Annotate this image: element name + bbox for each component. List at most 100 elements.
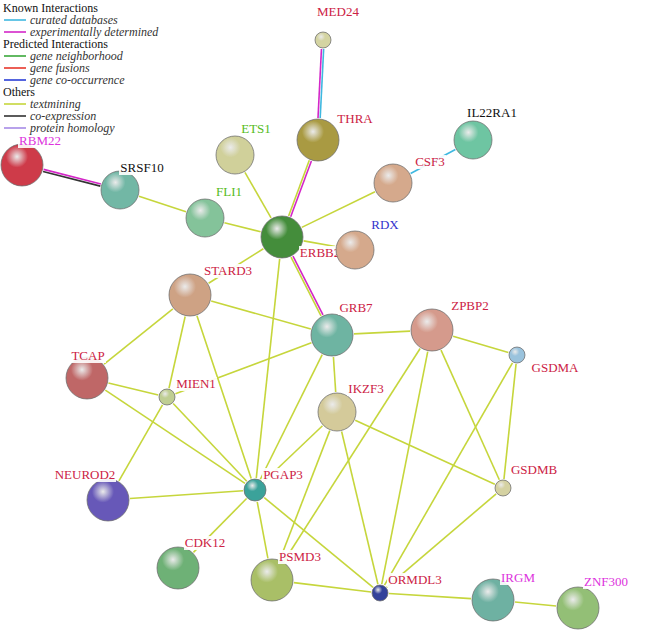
protein-node: ZNF300 xyxy=(556,586,600,630)
legend-heading: Others xyxy=(3,86,35,98)
interaction-line xyxy=(139,196,186,211)
interaction-line xyxy=(256,259,279,478)
legend-swatch xyxy=(4,125,26,131)
protein-node: GSDMA xyxy=(508,346,526,364)
legend-text: gene fusions xyxy=(30,62,90,74)
node-label: STARD3 xyxy=(203,264,253,278)
legend-text: textmining xyxy=(30,98,81,110)
interaction-line xyxy=(43,169,101,186)
interaction-stroke xyxy=(293,256,323,315)
interaction-line xyxy=(105,390,245,483)
node-sphere xyxy=(335,230,375,270)
node-sphere xyxy=(556,586,600,630)
protein-node: IKZF3 xyxy=(317,392,357,432)
interaction-stroke xyxy=(105,390,245,483)
interaction-line xyxy=(441,350,499,480)
interaction-stroke xyxy=(211,301,311,329)
legend-text: curated databases xyxy=(30,14,118,26)
interaction-stroke xyxy=(139,196,186,211)
interaction-stroke xyxy=(387,494,496,587)
legend-heading: Known Interactions xyxy=(3,2,98,14)
interaction-line xyxy=(173,404,247,482)
interaction-stroke xyxy=(280,431,330,560)
node-label: PGAP3 xyxy=(262,468,304,482)
legend-text: co-expression xyxy=(30,110,96,122)
node-label: ZPBP2 xyxy=(450,299,490,313)
interaction-stroke xyxy=(289,160,310,216)
interaction-line xyxy=(515,602,556,606)
protein-node: ERBB2 xyxy=(260,215,304,259)
interaction-line xyxy=(355,420,495,484)
node-sphere xyxy=(156,546,200,590)
legend-text: protein homology xyxy=(30,122,115,134)
interaction-line xyxy=(302,192,375,228)
node-sphere xyxy=(158,388,176,406)
node-label: NEUROD2 xyxy=(54,468,117,482)
interaction-line xyxy=(284,349,420,562)
protein-node: MED24 xyxy=(314,31,332,49)
node-label: ERBB2 xyxy=(299,246,341,260)
protein-node: THRA xyxy=(296,118,340,162)
legend-text: gene neighborhood xyxy=(30,50,123,62)
protein-node: TCAP xyxy=(65,356,109,400)
interaction-stroke xyxy=(389,594,471,599)
interaction-stroke xyxy=(441,350,499,480)
interaction-stroke xyxy=(284,349,420,562)
node-sphere xyxy=(296,118,340,162)
node-label: ZNF300 xyxy=(583,575,629,589)
protein-node: PSMD3 xyxy=(250,558,294,602)
interaction-stroke xyxy=(291,161,312,217)
node-label: FLI1 xyxy=(215,185,243,199)
node-label: IKZF3 xyxy=(347,382,384,396)
interaction-stroke xyxy=(173,404,247,482)
interaction-stroke xyxy=(224,223,260,232)
node-label: MIEN1 xyxy=(175,377,217,391)
node-label: TCAP xyxy=(70,349,105,363)
protein-node: ORMDL3 xyxy=(371,584,389,602)
interaction-stroke xyxy=(333,357,335,392)
legend-swatch xyxy=(4,113,26,119)
node-sphere xyxy=(250,558,294,602)
legend-swatch xyxy=(4,77,26,83)
interaction-line xyxy=(291,256,323,316)
interaction-stroke xyxy=(355,420,495,484)
protein-node: GRB7 xyxy=(310,313,354,357)
protein-node: IRGM xyxy=(471,578,515,622)
interaction-line xyxy=(197,316,251,479)
legend-swatch xyxy=(4,101,26,107)
interaction-stroke xyxy=(354,331,410,334)
protein-node: NEUROD2 xyxy=(86,478,130,522)
node-label: CDK12 xyxy=(184,536,226,550)
interaction-line xyxy=(280,431,330,560)
interaction-stroke xyxy=(260,355,322,480)
legend-text: experimentally determined xyxy=(30,26,158,38)
node-label: GSDMB xyxy=(510,463,558,477)
protein-node: CSF3 xyxy=(373,163,413,203)
protein-node: GSDMB xyxy=(494,479,512,497)
interaction-stroke xyxy=(197,316,251,479)
node-label: ETS1 xyxy=(240,122,272,136)
node-label: CSF3 xyxy=(414,155,446,169)
node-sphere xyxy=(168,273,212,317)
interaction-line xyxy=(289,160,312,217)
interaction-line xyxy=(389,594,471,599)
interaction-line xyxy=(108,383,158,395)
protein-node: ETS1 xyxy=(215,135,255,175)
node-sphere xyxy=(317,392,357,432)
interaction-stroke xyxy=(257,502,268,559)
interaction-line xyxy=(318,49,324,118)
node-label: RDX xyxy=(370,218,399,232)
interaction-line xyxy=(384,363,512,585)
node-label: IRGM xyxy=(500,571,536,585)
legend-swatch xyxy=(4,53,26,59)
node-label: RBM22 xyxy=(18,134,62,148)
interaction-stroke xyxy=(256,259,279,478)
node-sphere xyxy=(410,308,454,352)
node-sphere xyxy=(215,135,255,175)
node-sphere xyxy=(508,346,526,364)
node-sphere xyxy=(373,163,413,203)
interaction-line xyxy=(211,301,311,329)
interaction-stroke xyxy=(291,257,321,316)
interaction-line xyxy=(257,502,268,559)
